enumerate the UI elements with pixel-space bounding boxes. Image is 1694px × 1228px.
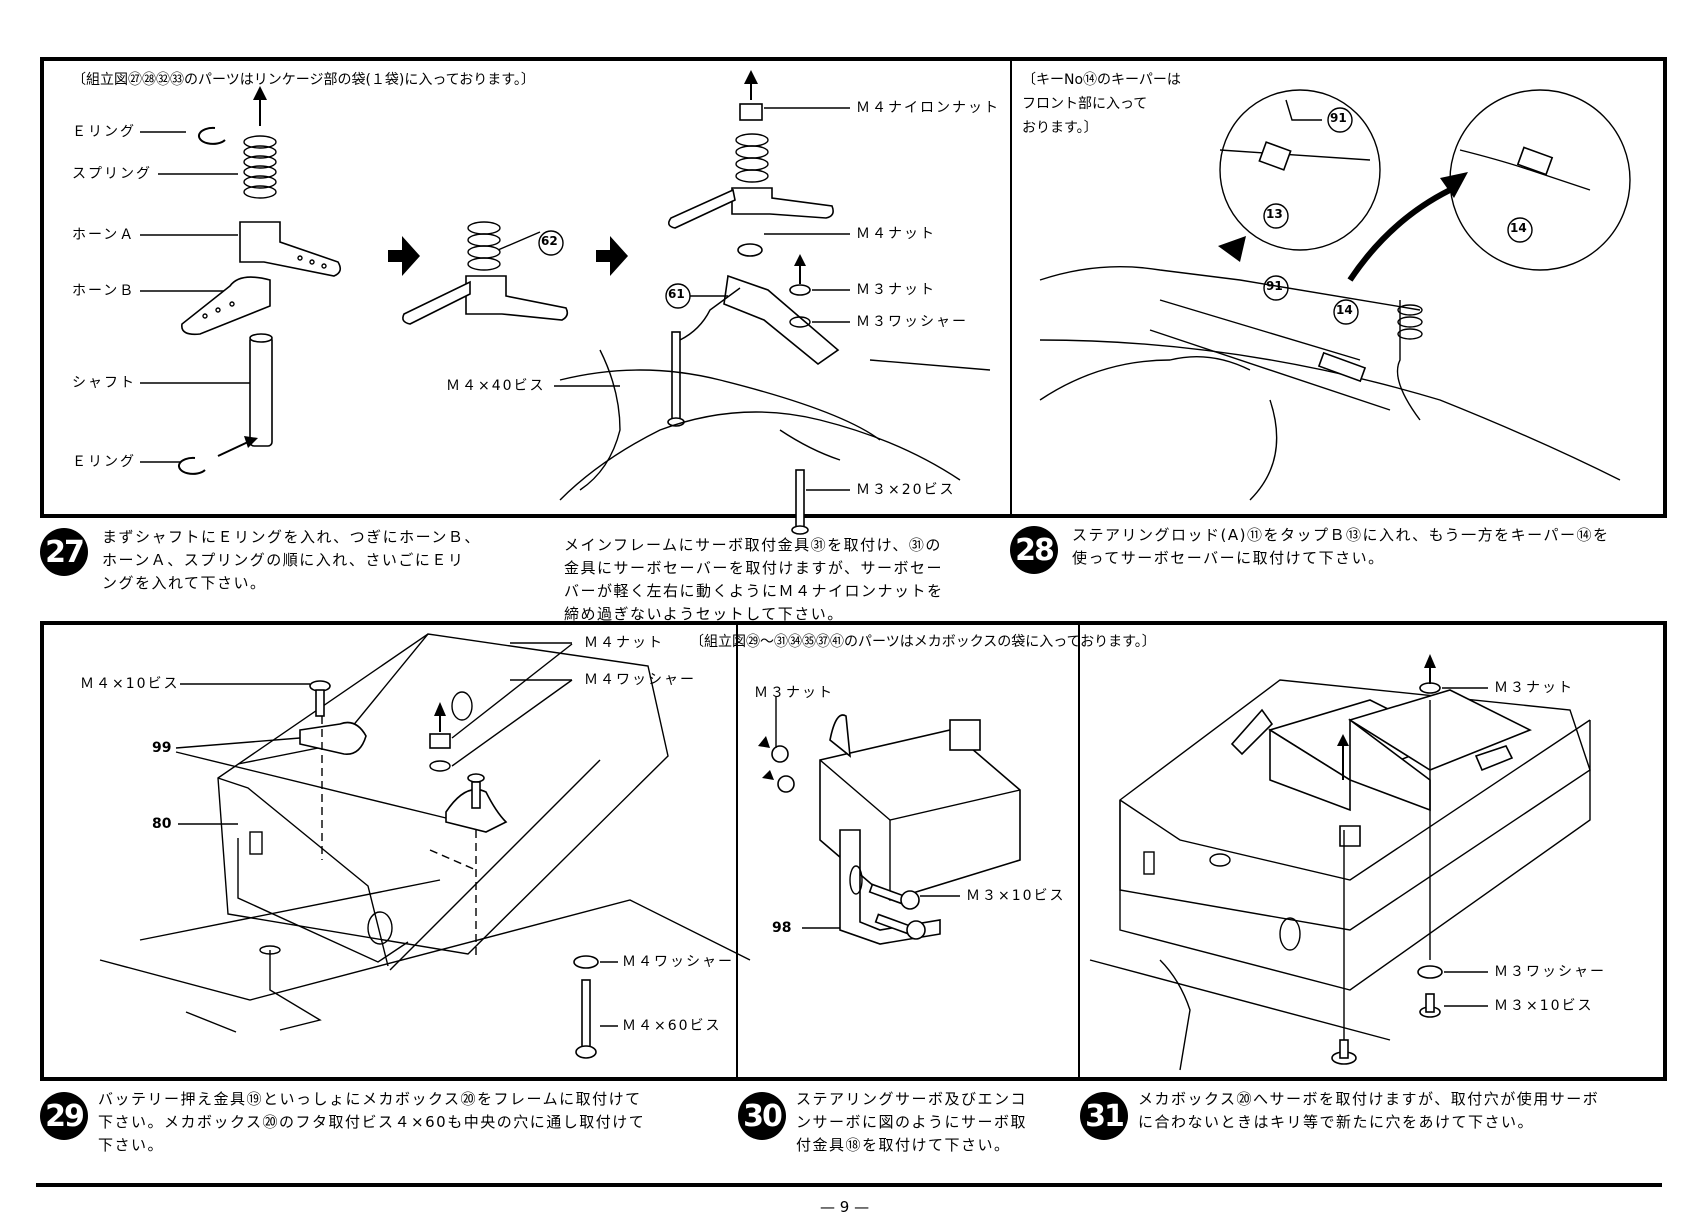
instruction-line: ステアリングロッド(A)⑪をタップＢ⑬に入れ、もう一方をキーパー⑭を <box>1072 526 1610 544</box>
part-14-label: 14 <box>1336 303 1353 317</box>
step-instructions: バッテリー押え金具⑲といっしょにメカボックス⑳をフレームに取付けて 下さい。メカ… <box>98 1088 645 1157</box>
step-29: 29 バッテリー押え金具⑲といっしょにメカボックス⑳をフレームに取付けて 下さい… <box>40 1088 736 1168</box>
keeper-note-line: 〔キーNo⑭のキーパーは <box>1022 72 1181 88</box>
top-diagram-panel <box>40 57 1667 518</box>
instruction-line: に合わないときはキリ等で新たに穴をあけて下さい。 <box>1138 1113 1535 1131</box>
m4-washer-label: Ｍ４ワッシャー <box>622 954 734 970</box>
keeper-note-line: おります。〕 <box>1022 120 1098 136</box>
step-instructions: ステアリングサーボ及びエンコ ンサーボに図のようにサーボ取 付金具⑱を取付けて下… <box>796 1088 1027 1157</box>
m4x10-screw-label: Ｍ４×10ビス <box>80 676 180 692</box>
step-instructions: ステアリングロッド(A)⑪をタップＢ⑬に入れ、もう一方をキーパー⑭を 使ってサー… <box>1072 524 1610 570</box>
instruction-line: 使ってサーボセーバーに取付けて下さい。 <box>1072 549 1385 567</box>
step-number-badge: 29 <box>40 1092 88 1140</box>
step-27-continued: メインフレームにサーボ取付金具㉛を取付け、㉛の 金具にサーボセーバーを取付けます… <box>564 534 1004 634</box>
m3x20-screw-label: Ｍ３×20ビス <box>856 482 956 498</box>
step-instructions: メカボックス⑳へサーボを取付けますが、取付穴が使用サーボ に合わないときはキリ等… <box>1138 1088 1599 1134</box>
step-number-badge: 30 <box>738 1092 786 1140</box>
m4x40-screw-label: Ｍ４×40ビス <box>446 378 546 394</box>
part-91-label: 91 <box>1266 279 1283 293</box>
horn-b-label: ホーンＢ <box>72 283 136 299</box>
part-91-label: 91 <box>1330 111 1347 125</box>
instruction-line: ンサーボに図のようにサーボ取 <box>796 1113 1028 1131</box>
step-28: 28 ステアリングロッド(A)⑪をタップＢ⑬に入れ、もう一方をキーパー⑭を 使っ… <box>1010 524 1670 584</box>
instruction-line: 付金具⑱を取付けて下さい。 <box>796 1136 1011 1154</box>
m4-nylon-nut-label: Ｍ４ナイロンナット <box>856 100 1000 116</box>
instruction-line: ングを入れて下さい。 <box>102 574 267 592</box>
m3-nut-label: Ｍ３ナット <box>856 282 936 298</box>
part-61-label: 61 <box>668 287 685 301</box>
m3-washer-label: Ｍ３ワッシャー <box>1494 964 1606 980</box>
bottom-diagram-panel <box>40 621 1667 1081</box>
instruction-line: ステアリングサーボ及びエンコ <box>796 1090 1028 1108</box>
instruction-line: 締め過ぎないようセットして下さい。 <box>564 605 844 623</box>
step-30: 30 ステアリングサーボ及びエンコ ンサーボに図のようにサーボ取 付金具⑱を取付… <box>738 1088 1078 1168</box>
e-ring-label: Ｅリング <box>72 124 136 140</box>
instruction-line: バッテリー押え金具⑲といっしょにメカボックス⑳をフレームに取付けて <box>98 1090 642 1108</box>
bottom-panel-divider <box>1078 623 1080 1079</box>
part-99-label: 99 <box>152 740 172 756</box>
m4x60-screw-label: Ｍ４×60ビス <box>622 1018 722 1034</box>
bottom-panel-divider <box>736 623 738 1079</box>
instruction-line: 金具にサーボセーバーを取付けますが、サーボセー <box>564 559 944 577</box>
step-number-badge: 28 <box>1010 526 1058 574</box>
keeper-note: 〔キーNo⑭のキーパーは フロント部に入って おります。〕 <box>1022 68 1181 140</box>
keeper-note-line: フロント部に入って <box>1022 96 1148 112</box>
step-instructions: メインフレームにサーボ取付金具㉛を取付け、㉛の 金具にサーボセーバーを取付けます… <box>564 534 944 626</box>
step-27: 27 まずシャフトにＥリングを入れ、つぎにホーンＢ、 ホーンＡ、スプリングの順に… <box>40 526 560 606</box>
instruction-line: ホーンＡ、スプリングの順に入れ、さいごにＥリ <box>102 551 465 569</box>
part-13-label: 13 <box>1266 207 1283 221</box>
instruction-line: 下さい。メカボックス⑳のフタ取付ビス４×60も中央の穴に通し取付けて <box>98 1113 646 1131</box>
m4-nut-label: Ｍ４ナット <box>584 635 664 651</box>
step-number-badge: 27 <box>40 528 88 576</box>
horn-a-label: ホーンＡ <box>72 227 136 243</box>
instruction-line: メインフレームにサーボ取付金具㉛を取付け、㉛の <box>564 536 942 554</box>
mechbox-parts-note: 〔組立図㉙〜㉛㉞㉟㊲㊶のパーツはメカボックスの袋に入っております。〕 <box>690 634 1156 650</box>
m3-nut-label: Ｍ３ナット <box>754 685 834 701</box>
m4-nut-label: Ｍ４ナット <box>856 226 936 242</box>
e-ring-label: Ｅリング <box>72 454 136 470</box>
instruction-line: 下さい。 <box>98 1136 165 1154</box>
m3-nut-label: Ｍ３ナット <box>1494 680 1574 696</box>
top-panel-divider <box>1010 59 1012 516</box>
page-number: — 9 — <box>820 1198 870 1216</box>
instruction-line: まずシャフトにＥリングを入れ、つぎにホーンＢ、 <box>102 528 481 546</box>
part-98-label: 98 <box>772 920 792 936</box>
step-31: 31 メカボックス⑳へサーボを取付けますが、取付穴が使用サーボ に合わないときは… <box>1080 1088 1670 1148</box>
footer-rule <box>36 1183 1662 1187</box>
spring-label: スプリング <box>72 166 152 182</box>
m3x10-screw-label: Ｍ３×10ビス <box>966 888 1066 904</box>
step-instructions: まずシャフトにＥリングを入れ、つぎにホーンＢ、 ホーンＡ、スプリングの順に入れ、… <box>102 526 481 595</box>
step-number-badge: 31 <box>1080 1092 1128 1140</box>
part-62-label: 62 <box>541 234 558 248</box>
part-80-label: 80 <box>152 816 172 832</box>
m3x10-screw-label: Ｍ３×10ビス <box>1494 998 1594 1014</box>
m3-washer-label: Ｍ３ワッシャー <box>856 314 968 330</box>
m4-washer-label: Ｍ４ワッシャー <box>584 672 696 688</box>
instruction-line: バーが軽く左右に動くようにＭ４ナイロンナットを <box>564 582 944 600</box>
top-parts-note: 〔組立図㉗㉘㉜㉝のパーツはリンケージ部の袋(１袋)に入っております。〕 <box>72 72 535 88</box>
shaft-label: シャフト <box>72 375 136 391</box>
part-14-label: 14 <box>1510 221 1527 235</box>
instruction-line: メカボックス⑳へサーボを取付けますが、取付穴が使用サーボ <box>1138 1090 1600 1108</box>
